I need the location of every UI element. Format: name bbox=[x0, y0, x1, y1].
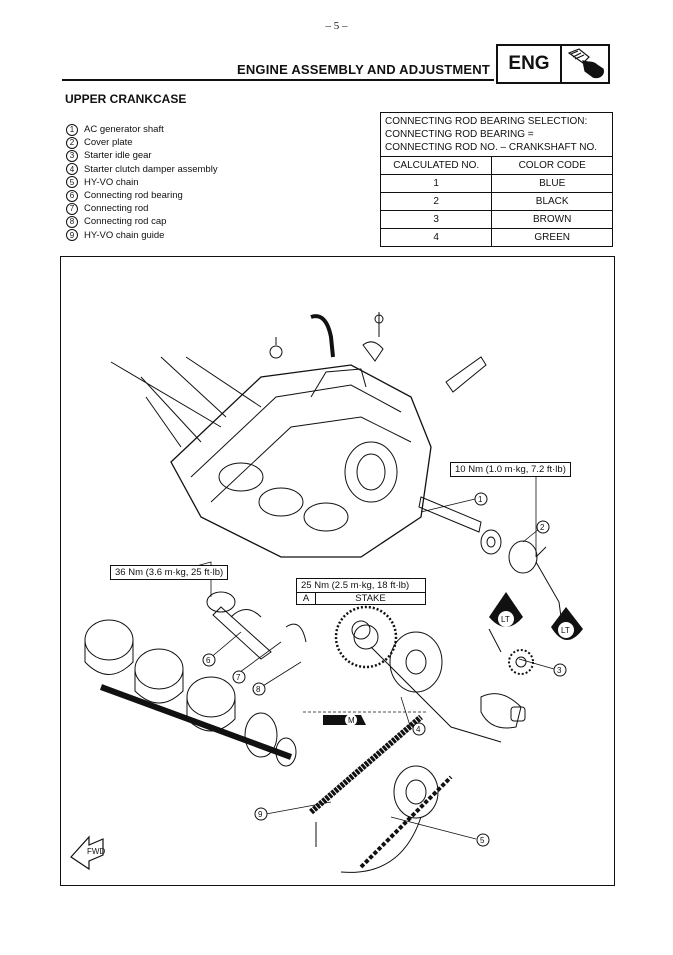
crankshaft-drawing bbox=[84, 591, 307, 767]
callout-8: 8 bbox=[252, 682, 266, 696]
lt-label: LT bbox=[561, 626, 570, 635]
calculated-no: 4 bbox=[381, 228, 493, 246]
callout-number: 5 bbox=[66, 176, 78, 189]
torque-spec-25nm: 25 Nm (2.5 m·kg, 18 ft·lb) bbox=[297, 579, 425, 593]
table-row: 2 BLACK bbox=[381, 192, 612, 211]
callout-markers: 1 2 3 4 5 6 7 8 9 bbox=[202, 492, 567, 847]
callout-2: 2 bbox=[536, 520, 550, 534]
page-number: – 5 – bbox=[325, 20, 348, 32]
list-item: 1 AC generator shaft bbox=[66, 123, 218, 136]
svg-text:9: 9 bbox=[258, 810, 263, 819]
torque-spec-36nm: 36 Nm (3.6 m·kg, 25 ft·lb) bbox=[110, 565, 229, 580]
torque-spec-25nm-box: 25 Nm (2.5 m·kg, 18 ft·lb) A STAKE bbox=[296, 578, 426, 605]
table-row: 1 BLUE bbox=[381, 174, 612, 193]
bearing-color-table: CALCULATED NO. COLOR CODE 1 BLUE 2 BLACK… bbox=[381, 157, 612, 246]
diagram-frame bbox=[60, 256, 615, 886]
exploded-view-diagram: LT LT M FWD 1 2 3 4 5 6 7 8 9 bbox=[70, 312, 583, 873]
column-header: COLOR CODE bbox=[518, 160, 586, 171]
eng-badge-label: ENG bbox=[498, 46, 562, 82]
part-label: Connecting rod bbox=[84, 203, 149, 215]
starter-gears-drawing bbox=[334, 605, 534, 743]
list-item: 5 HY-VO chain bbox=[66, 176, 218, 189]
torque-spec-10nm: 10 Nm (1.0 m·kg, 7.2 ft·lb) bbox=[450, 462, 571, 477]
callout-number: 2 bbox=[66, 136, 78, 149]
callout-number: 6 bbox=[66, 189, 78, 202]
list-item: 8 Connecting rod cap bbox=[66, 215, 218, 229]
moly-grease-icon: M bbox=[323, 714, 366, 726]
fwd-label: FWD bbox=[87, 847, 105, 856]
callout-7: 7 bbox=[232, 670, 246, 684]
header-rule bbox=[62, 79, 494, 81]
lt-locktite-icon: LT bbox=[489, 592, 523, 627]
column-header: CALCULATED NO. bbox=[381, 157, 493, 175]
stake-label: STAKE bbox=[355, 593, 386, 604]
part-label: AC generator shaft bbox=[84, 124, 164, 135]
svg-text:4: 4 bbox=[416, 725, 421, 734]
heading-line: CONNECTING ROD BEARING SELECTION: bbox=[385, 116, 588, 127]
table-row: 3 BROWN bbox=[381, 210, 612, 229]
callout-number: 9 bbox=[66, 229, 78, 242]
color-code: GREEN bbox=[491, 228, 612, 246]
svg-text:8: 8 bbox=[256, 685, 261, 694]
callout-number: 1 bbox=[66, 123, 78, 136]
callout-number: 8 bbox=[66, 216, 78, 229]
part-label: Starter clutch damper assembly bbox=[84, 163, 218, 175]
moly-label: M bbox=[348, 716, 355, 725]
crankcase-drawing bbox=[170, 312, 487, 558]
calculated-no: 2 bbox=[381, 192, 493, 211]
list-item: 7 Connecting rod bbox=[66, 202, 218, 215]
svg-text:1: 1 bbox=[478, 495, 483, 504]
callout-9: 9 bbox=[254, 807, 268, 821]
callout-number: 4 bbox=[66, 163, 78, 176]
calculated-no: 1 bbox=[381, 174, 493, 193]
callout-4: 4 bbox=[412, 722, 426, 736]
engine-icon bbox=[562, 46, 608, 82]
part-label: HY-VO chain guide bbox=[84, 229, 165, 241]
fwd-arrow-icon: FWD bbox=[70, 835, 105, 871]
svg-text:2: 2 bbox=[540, 523, 545, 532]
crankcase-studs bbox=[110, 356, 262, 448]
part-label: Starter idle gear bbox=[84, 150, 152, 162]
color-code: BLUE bbox=[491, 174, 612, 193]
part-label: Connecting rod cap bbox=[84, 216, 167, 228]
list-item: 2 Cover plate bbox=[66, 136, 218, 149]
part-label: Cover plate bbox=[84, 137, 133, 149]
lt-locktite-icon: LT bbox=[551, 607, 583, 641]
calculated-no: 3 bbox=[381, 210, 493, 229]
list-item: 6 Connecting rod bearing bbox=[66, 189, 218, 202]
callout-5: 5 bbox=[476, 833, 490, 847]
list-item: 9 HY-VO chain guide bbox=[66, 229, 218, 242]
svg-text:3: 3 bbox=[557, 666, 562, 675]
bearing-selection-heading: CONNECTING ROD BEARING SELECTION: CONNEC… bbox=[381, 113, 612, 157]
list-item: 4 Starter clutch damper assembly bbox=[66, 163, 218, 176]
header-title: ENGINE ASSEMBLY AND ADJUSTMENT bbox=[236, 62, 490, 77]
callout-6: 6 bbox=[202, 653, 216, 667]
lt-label: LT bbox=[501, 615, 510, 624]
heading-line: CONNECTING ROD NO. – CRANKSHAFT NO. bbox=[385, 142, 598, 153]
eng-badge: ENG bbox=[496, 44, 610, 84]
part-label: Connecting rod bearing bbox=[84, 190, 183, 202]
list-item: 3 Starter idle gear bbox=[66, 149, 218, 162]
color-code: BLACK bbox=[491, 192, 612, 211]
svg-text:5: 5 bbox=[480, 836, 485, 845]
svg-text:7: 7 bbox=[236, 673, 241, 682]
section-title: UPPER CRANKCASE bbox=[65, 92, 187, 106]
part-label: HY-VO chain bbox=[84, 176, 139, 188]
callout-number: 7 bbox=[66, 202, 78, 215]
stake-row: A STAKE bbox=[297, 593, 425, 604]
bearing-selection-box: CONNECTING ROD BEARING SELECTION: CONNEC… bbox=[380, 112, 613, 247]
stake-key: A bbox=[297, 593, 316, 604]
callout-1: 1 bbox=[474, 492, 488, 506]
ac-generator-shaft-drawing bbox=[418, 496, 562, 618]
hy-vo-chain-drawing bbox=[309, 714, 453, 873]
svg-text:6: 6 bbox=[206, 656, 211, 665]
callout-number: 3 bbox=[66, 150, 78, 162]
table-row: 4 GREEN bbox=[381, 228, 612, 246]
heading-line: CONNECTING ROD BEARING = bbox=[385, 129, 534, 140]
color-code: BROWN bbox=[491, 210, 612, 229]
callout-3: 3 bbox=[553, 663, 567, 677]
